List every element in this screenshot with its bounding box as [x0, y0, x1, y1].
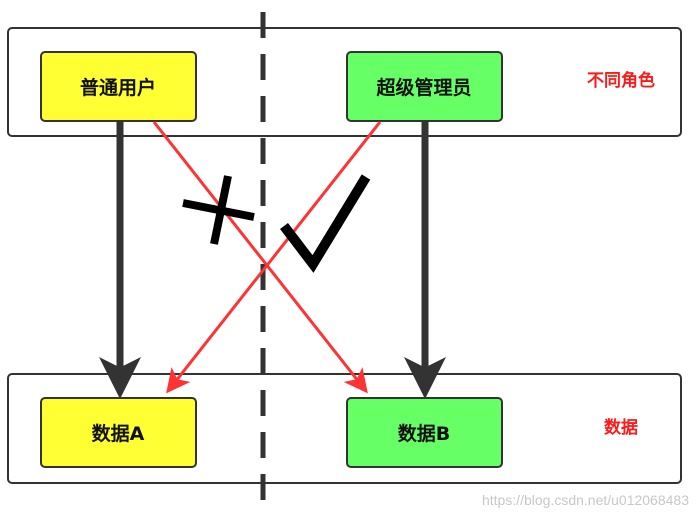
super-admin-node[interactable]: 超级管理员: [346, 51, 503, 122]
normal-user-node[interactable]: 普通用户: [40, 51, 197, 122]
data-a-label: 数据A: [92, 422, 145, 445]
data-group-label: 数据: [604, 417, 638, 438]
cross-icon: [182, 175, 255, 245]
data-b-node[interactable]: 数据B: [346, 397, 503, 468]
normal-user-label: 普通用户: [80, 76, 156, 99]
arrow-normal-to-data-b: [152, 121, 368, 394]
super-admin-label: 超级管理员: [375, 76, 471, 99]
watermark: https://blog.csdn.net/u012068483: [482, 492, 689, 508]
data-a-node[interactable]: 数据A: [40, 397, 197, 468]
arrow-admin-to-data-a: [166, 121, 382, 394]
check-icon: [280, 174, 371, 273]
roles-group-label: 不同角色: [587, 70, 655, 91]
data-b-label: 数据B: [398, 422, 450, 445]
